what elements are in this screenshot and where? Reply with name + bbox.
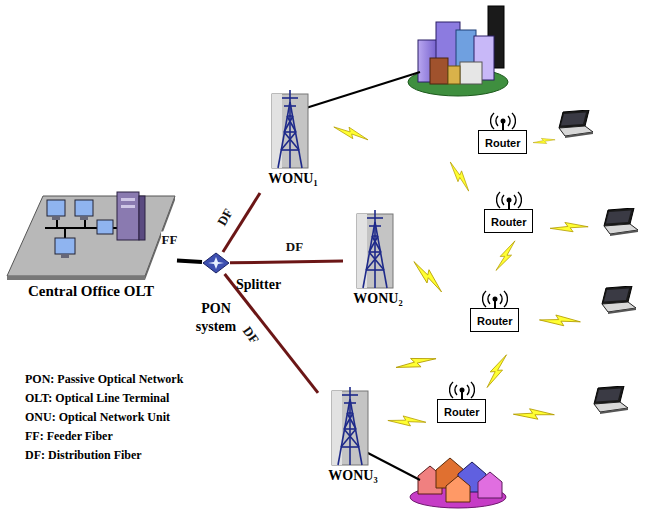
fiber-label: DF [214, 204, 237, 228]
abbreviation-line: PON: Passive Optical Network [25, 372, 183, 387]
edge-label-holder: DF [240, 323, 263, 347]
abbreviation-line: DF: Distribution Fiber [25, 448, 142, 463]
node-label: WONU₁ [258, 170, 328, 188]
node-label: Router [477, 315, 512, 327]
feeder-fiber [177, 261, 202, 263]
fiber-label: DF [285, 238, 304, 253]
abbreviation-line: FF: Feeder Fiber [25, 429, 113, 444]
distribution-fiber [225, 274, 318, 393]
wireless-onu: WONU₃ [318, 385, 388, 490]
fiber-label: FF [161, 232, 179, 247]
abbreviation-line: OLT: Optical Line Terminal [25, 391, 169, 406]
router-box: Router [470, 308, 519, 332]
abbreviation-text: OLT: Optical Line Terminal [25, 391, 169, 406]
wireless-onu: WONU₁ [258, 88, 328, 193]
node-label: Router [444, 406, 479, 418]
central-office: Central Office OLT [5, 180, 177, 330]
abbreviation-text: PON: Passive Optical Network [25, 372, 183, 387]
wireless-onu: WONU₂ [343, 208, 413, 313]
node-label: WONU₃ [318, 467, 388, 485]
node-label: Central Office OLT [26, 282, 156, 300]
node-label: Router [491, 216, 526, 228]
router-box: Router [478, 130, 527, 154]
router-box: Router [437, 399, 486, 423]
edge-label-holder: FF [161, 232, 179, 247]
node-label: WONU₂ [343, 290, 413, 308]
distribution-fiber [230, 261, 343, 263]
router-box: Router [484, 209, 533, 233]
abbreviation-line: ONU: Optical Network Unit [25, 410, 170, 425]
node-label: Router [485, 137, 520, 149]
city-buildings [408, 6, 508, 96]
splitter: SplitterPON system [202, 252, 230, 274]
fiber-label: DF [240, 323, 263, 347]
abbreviation-text: ONU: Optical Network Unit [25, 410, 170, 425]
abbreviation-text: FF: Feeder Fiber [25, 429, 113, 444]
abbreviation-text: DF: Distribution Fiber [25, 448, 142, 463]
node-label: Splitter [236, 276, 264, 294]
edge-label-holder: DF [214, 204, 237, 228]
edge-label-holder: DF [285, 238, 304, 253]
houses [410, 458, 506, 508]
